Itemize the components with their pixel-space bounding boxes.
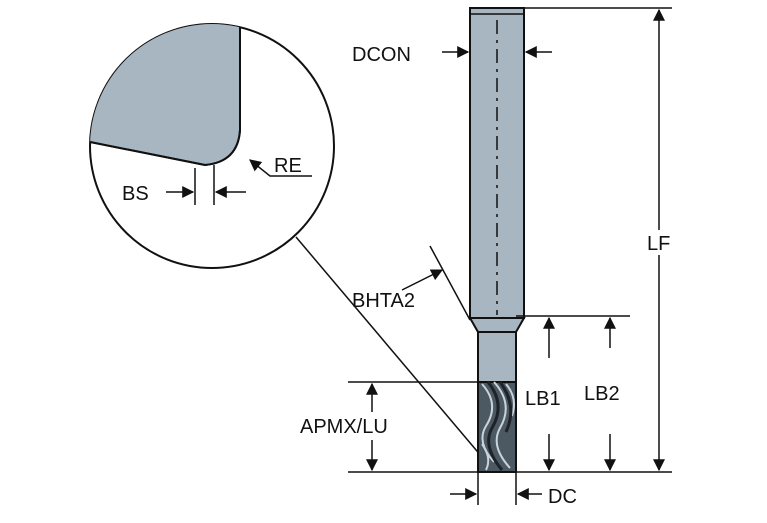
label-bs: BS	[122, 183, 149, 205]
lf-dimension	[516, 7, 672, 473]
detail-leader-line	[295, 236, 483, 458]
label-apmx-lu: APMX/LU	[300, 416, 388, 438]
label-dcon: DCON	[352, 44, 411, 66]
label-lb2: LB2	[584, 383, 620, 405]
label-lb1: LB1	[525, 388, 561, 410]
label-lf: LF	[647, 233, 670, 255]
label-dc: DC	[548, 486, 577, 508]
apmx-lu-dimension	[348, 381, 484, 473]
end-mill-tool	[468, 7, 526, 473]
detail-view	[89, 23, 335, 269]
dc-dimension	[450, 472, 542, 505]
label-bhta2: BHTA2	[352, 290, 415, 312]
lb-dimensions	[516, 315, 630, 472]
bhta2-dimension	[401, 245, 471, 321]
label-re: RE	[274, 155, 302, 177]
